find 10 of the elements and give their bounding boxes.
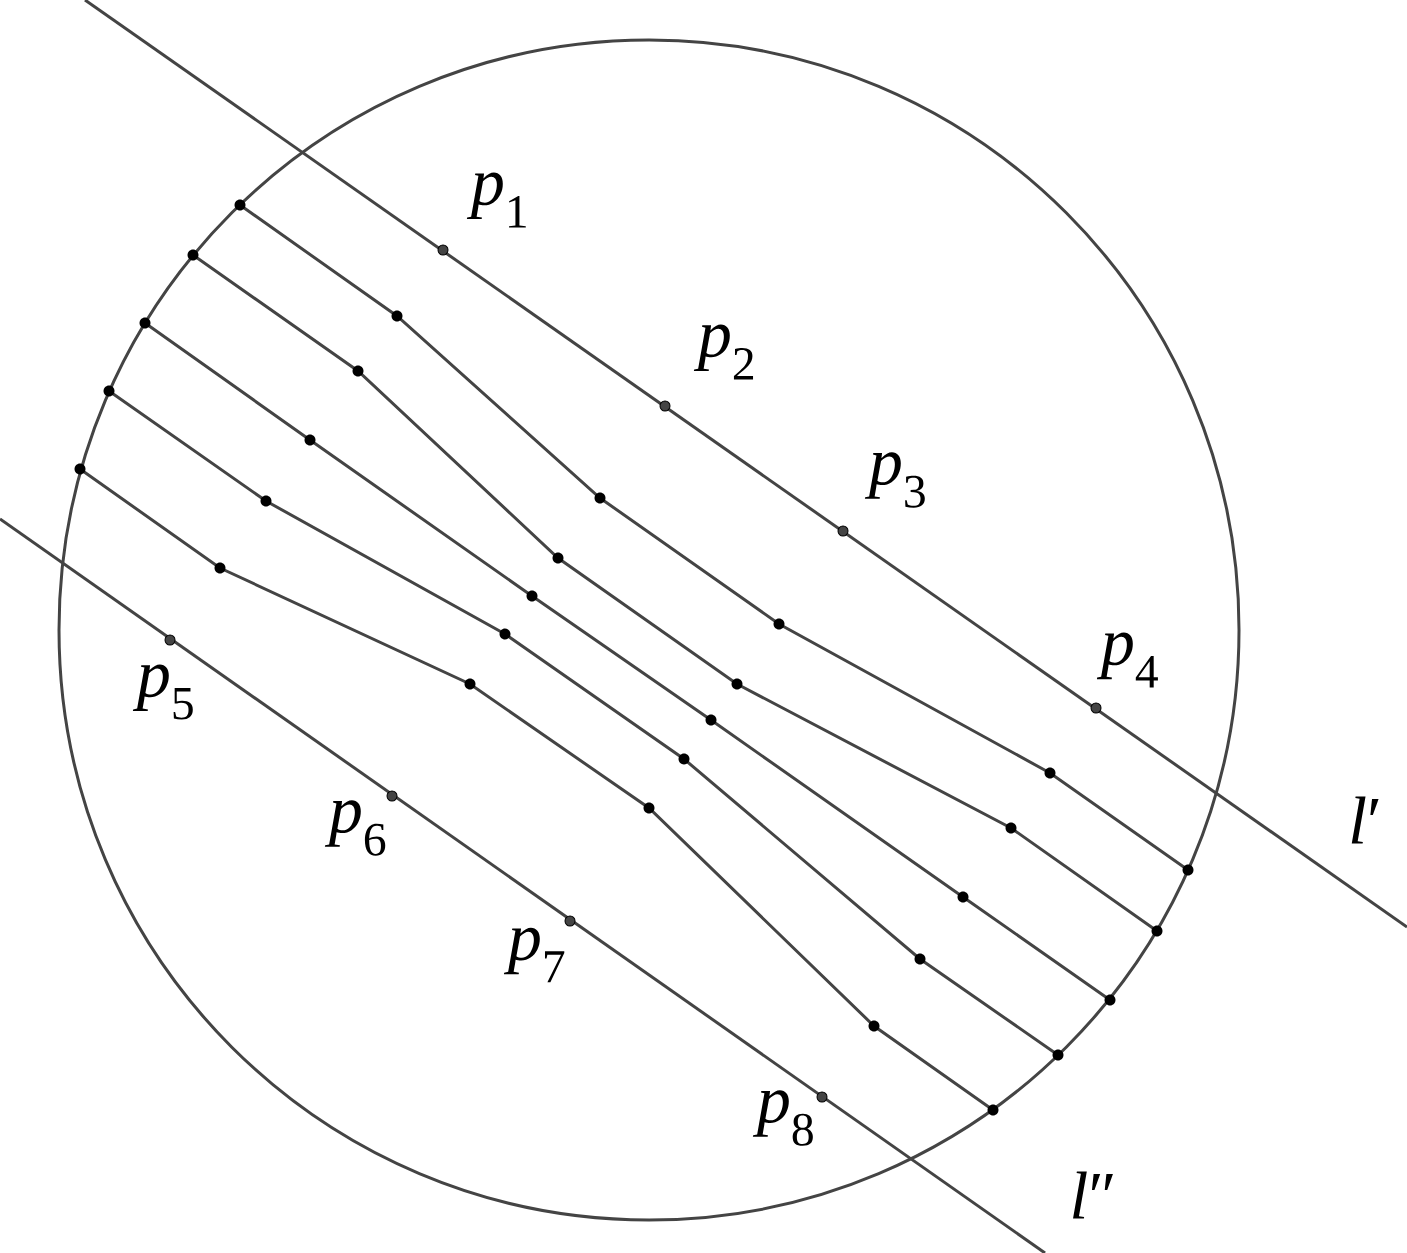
line-label: l′: [1351, 796, 1379, 844]
point-label: p$_{2}$: [693, 324, 754, 380]
point-label: p$_{8}$: [752, 1090, 813, 1146]
point-label: p$_{4}$: [1096, 632, 1158, 688]
point-label: p$_{3}$: [864, 452, 925, 508]
point-label: p$_{6}$: [324, 800, 386, 856]
point-label: p$_{7}$: [503, 927, 565, 983]
point-label: p$_{1}$: [466, 172, 526, 228]
line-label: l″: [1073, 1171, 1113, 1219]
point-label: p$_{5}$: [132, 664, 193, 720]
